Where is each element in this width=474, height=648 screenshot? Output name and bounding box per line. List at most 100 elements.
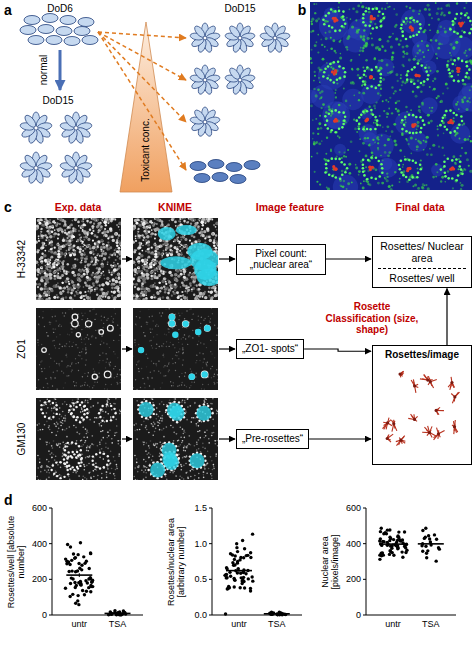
marker-dot xyxy=(384,8,386,10)
nucleus-dot xyxy=(62,290,64,292)
marker-dot xyxy=(365,75,367,77)
lumen xyxy=(203,36,207,40)
nucleus-patch xyxy=(360,13,374,27)
marker-dot xyxy=(429,29,431,31)
nucleus-dot xyxy=(75,291,77,293)
nucleus-dot xyxy=(105,218,109,221)
rosette-ring-dot xyxy=(341,173,344,176)
rosette-ring-dot xyxy=(372,8,375,11)
rosette-center xyxy=(449,121,452,124)
lumen xyxy=(34,166,38,170)
nucleus-dot xyxy=(112,239,115,242)
marker-dot xyxy=(408,59,411,62)
rosette-ring-dot xyxy=(324,115,327,118)
image-ground xyxy=(36,218,121,300)
nucleus-dot xyxy=(65,244,67,246)
rosette-ring-dot xyxy=(376,7,379,10)
rosette-ring-dot xyxy=(455,158,458,161)
marker-dot xyxy=(404,53,406,55)
nucleus-dot xyxy=(64,232,66,234)
rosette-center xyxy=(456,67,459,70)
rosette-ring-dot xyxy=(365,10,368,13)
nucleus-dot xyxy=(118,226,120,228)
marker-dot xyxy=(328,75,330,77)
marker-dot xyxy=(466,108,469,111)
marker-dot xyxy=(340,39,342,41)
nucleus-dot xyxy=(84,258,86,260)
rosette-flower xyxy=(20,152,53,184)
nucleus-patch xyxy=(334,144,346,156)
nucleus-dot xyxy=(111,273,113,275)
marker-dot xyxy=(382,126,384,128)
rosette-ring-dot xyxy=(467,16,470,19)
marker-dot xyxy=(386,172,388,174)
nucleus-dot xyxy=(53,271,55,273)
marker-dot xyxy=(430,39,432,41)
nucleus-dot xyxy=(117,289,119,291)
nucleus-dot xyxy=(109,246,112,249)
marker-dot xyxy=(312,119,314,121)
marker-dot xyxy=(444,31,447,34)
dose-arrow xyxy=(98,32,186,80)
marker-dot xyxy=(416,52,419,55)
marker-dot xyxy=(409,7,411,9)
nucleus-dot xyxy=(56,268,59,271)
nucleus-dot xyxy=(93,223,95,225)
nucleus-dot xyxy=(95,242,97,244)
marker-dot xyxy=(330,66,332,68)
rosette-ring-dot xyxy=(400,23,403,26)
nucleus-dot xyxy=(113,283,115,285)
marker-dot xyxy=(391,130,394,133)
rosette-ring-dot xyxy=(449,131,452,134)
marker-dot xyxy=(450,58,453,61)
nucleus-dot xyxy=(57,233,59,235)
nucleus-dot xyxy=(44,285,46,287)
marker-dot xyxy=(469,89,471,91)
nucleus-dot xyxy=(44,259,47,262)
marker-dot xyxy=(348,163,351,166)
nucleus-dot xyxy=(93,253,95,255)
nucleus-dot xyxy=(119,284,121,286)
nucleus-dot xyxy=(71,235,74,238)
rosette-ring-dot xyxy=(462,79,465,82)
rosette-ring-dot xyxy=(325,167,328,170)
marker-dot xyxy=(437,125,439,127)
nucleus-dot xyxy=(66,237,68,239)
nucleus-dot xyxy=(184,238,187,241)
rosette-ring-dot xyxy=(366,87,369,90)
marker-dot xyxy=(314,71,316,73)
marker-dot xyxy=(328,106,331,109)
nucleus-dot xyxy=(87,218,89,219)
nucleus-dot xyxy=(94,234,97,237)
nucleus-dot xyxy=(116,245,119,248)
marker-dot xyxy=(339,77,342,80)
nucleus-dot xyxy=(73,274,76,277)
nucleus-dot xyxy=(71,281,74,284)
cell-shape xyxy=(46,36,62,45)
rosette-ring-dot xyxy=(370,109,373,112)
marker-dot xyxy=(437,47,440,50)
rosette-ring-dot xyxy=(456,32,459,35)
rosette-center xyxy=(415,74,418,77)
nucleus-dot xyxy=(101,265,104,268)
marker-dot xyxy=(457,101,459,103)
marker-dot xyxy=(392,52,395,55)
nucleus-dot xyxy=(61,268,63,270)
nucleus-dot xyxy=(90,288,93,291)
nucleus-patch xyxy=(343,27,369,53)
marker-dot xyxy=(437,134,439,136)
marker-dot xyxy=(314,44,317,47)
rosette-ring-dot xyxy=(326,77,329,80)
marker-dot xyxy=(461,184,464,187)
nucleus-dot xyxy=(62,282,64,284)
nucleus-dot xyxy=(48,297,50,299)
nucleus-dot xyxy=(105,292,109,296)
nucleus-dot xyxy=(79,251,82,254)
nucleus-dot xyxy=(91,261,93,263)
nucleus-dot xyxy=(46,236,49,239)
image-ground xyxy=(310,2,472,190)
nucleus-dot xyxy=(38,240,40,242)
rosette-ring-dot xyxy=(368,25,371,28)
rosette-center xyxy=(409,26,412,29)
rosette-ring-dot xyxy=(367,159,370,162)
